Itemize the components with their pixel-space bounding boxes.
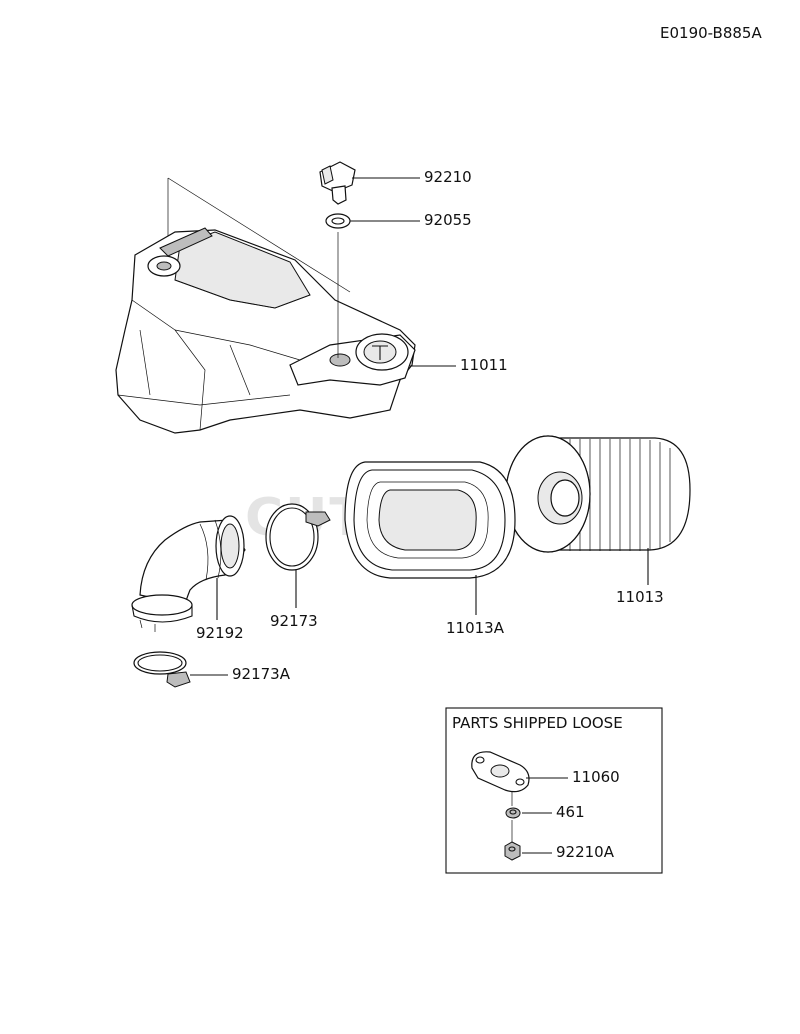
air-cleaner-cover-illustration: [115, 177, 416, 434]
knob-illustration: [319, 161, 356, 205]
pre-cleaner-illustration: [344, 461, 516, 579]
hose-clamp-illustration: [265, 503, 331, 571]
part-label-11060: 11060: [572, 768, 620, 786]
part-label-461: 461: [556, 803, 585, 821]
part-label-11013a: 11013A: [446, 619, 505, 637]
air-filter-element-illustration: [505, 435, 691, 553]
part-label-92173: 92173: [270, 612, 318, 630]
part-label-11011: 11011: [460, 356, 508, 374]
hose-clamp-a-illustration: [133, 651, 191, 688]
part-label-11013: 11013: [616, 588, 664, 606]
part-label-92055: 92055: [424, 211, 472, 229]
part-callouts: 92210 92055 11011 11013 11013A 92192 921…: [190, 168, 664, 683]
parts-shipped-loose-box: PARTS SHIPPED LOOSE 11060 461 92210A: [445, 707, 663, 874]
part-label-92210: 92210: [424, 168, 472, 186]
part-label-92173a: 92173A: [232, 665, 291, 683]
nut-illustration: [504, 841, 521, 861]
washer-illustration: [325, 213, 351, 229]
loose-box-title: PARTS SHIPPED LOOSE: [452, 714, 623, 732]
diagram-code: E0190-B885A: [660, 24, 762, 42]
part-label-92210a: 92210A: [556, 843, 615, 861]
elbow-duct-illustration: [131, 515, 246, 632]
gasket-illustration: [471, 751, 530, 793]
lock-washer-illustration: [505, 807, 521, 819]
part-label-92192: 92192: [196, 624, 244, 642]
